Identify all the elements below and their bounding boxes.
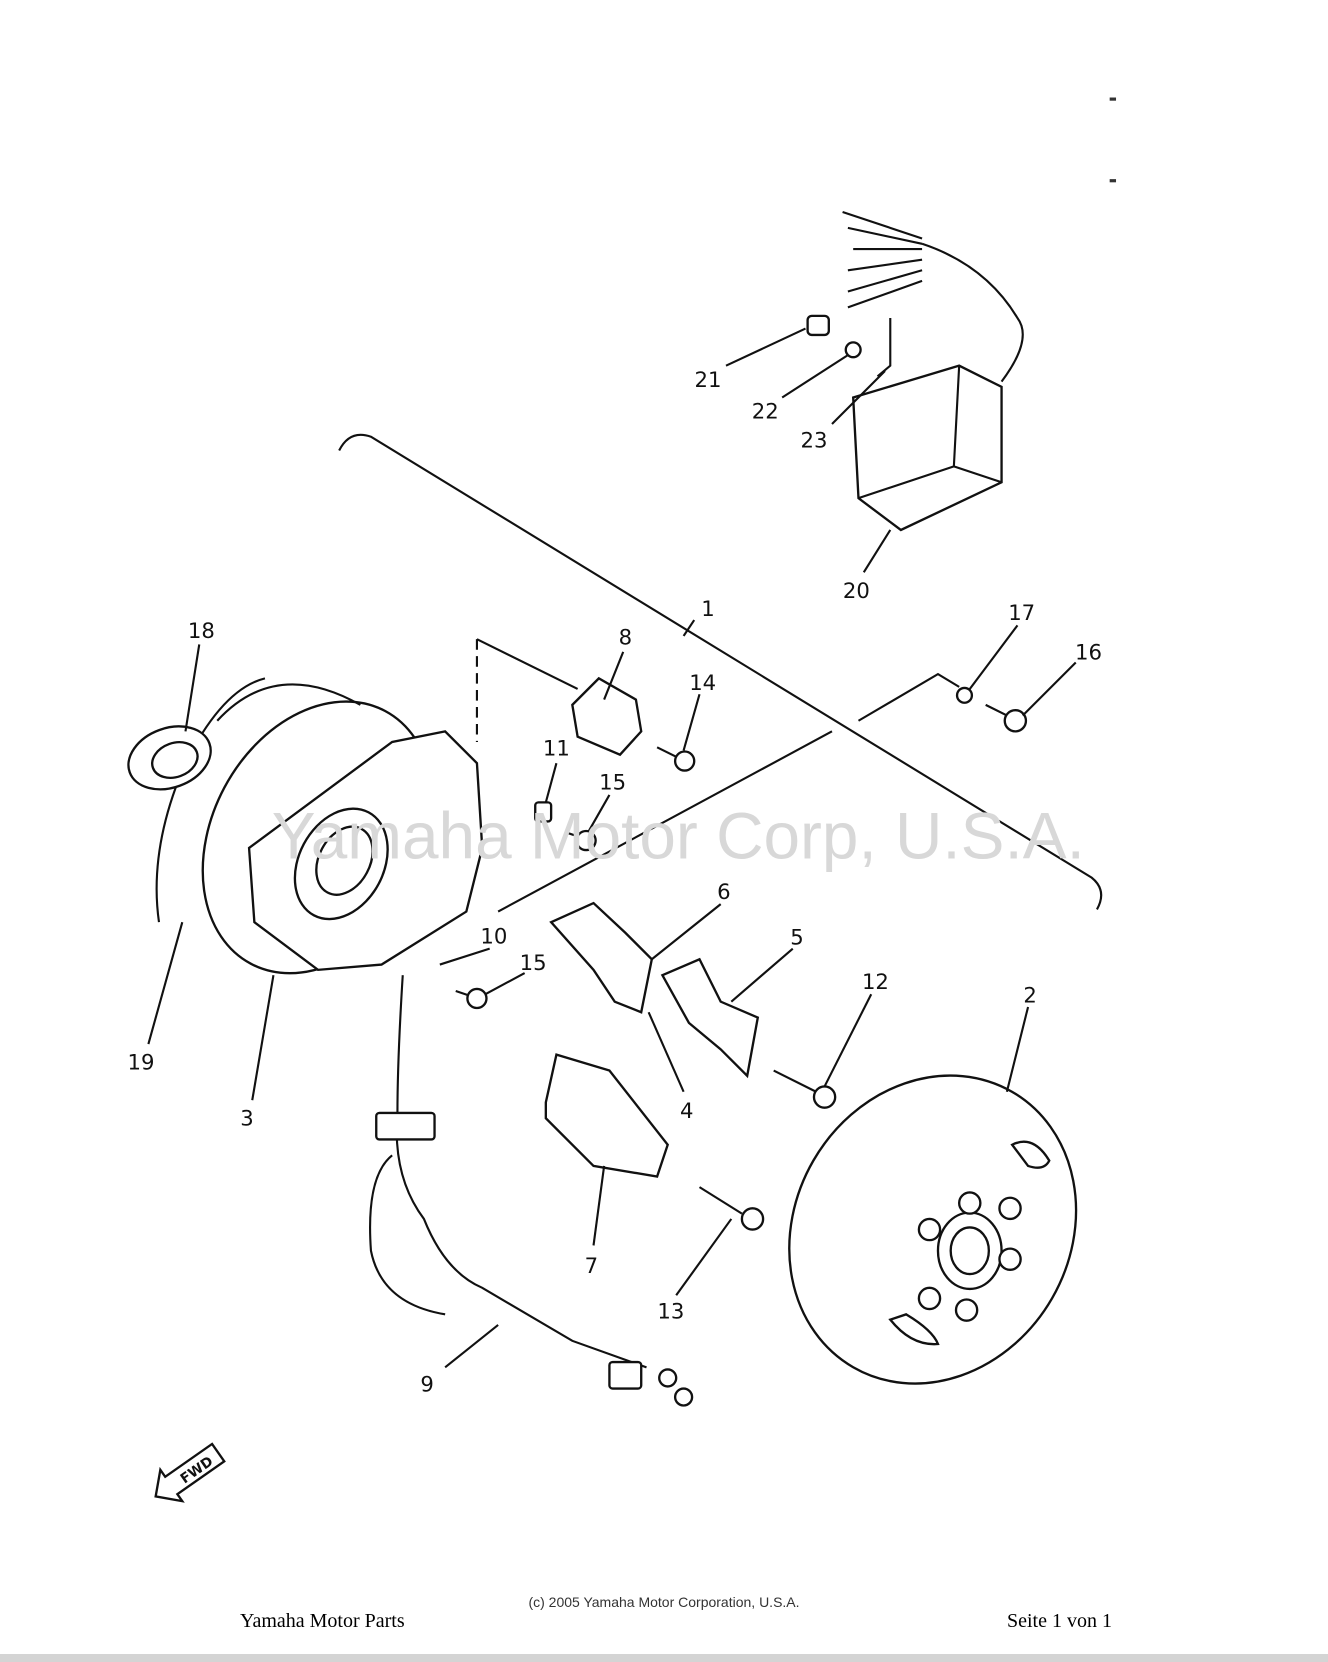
bolt-21 [806,314,830,337]
part-label-14: 14 [689,670,716,695]
copyright-notice: (c) 2005 Yamaha Motor Corporation, U.S.A… [528,1594,800,1610]
page-bottom-bar [0,1654,1328,1662]
part-label-3: 3 [240,1106,253,1131]
part-label-2: 2 [1023,983,1036,1008]
part-label-17: 17 [1008,600,1035,625]
washer-17 [955,686,974,704]
part-label-15: 15 [520,950,547,975]
screw-14 [656,746,696,772]
bolt-13 [698,1186,765,1231]
part-label-7: 7 [585,1253,598,1278]
charge-coil-4 [549,901,654,1014]
washer-22 [844,341,862,359]
footer-title: Yamaha Motor Parts [240,1610,405,1632]
screw-15 [455,987,488,1010]
part-label-5: 5 [790,924,803,949]
oil-seal-18 [127,725,212,791]
part-label-21: 21 [695,367,722,392]
part-label-13: 13 [657,1299,684,1324]
bracket-5 [660,957,760,1079]
screw-15 [564,829,597,852]
leader-lines [147,327,1077,1369]
page-mark [1109,97,1117,101]
leader-line [497,730,833,913]
cdi-unit [842,210,1024,532]
part-label-9: 9 [420,1372,433,1397]
part-label-16: 16 [1075,639,1102,664]
part-label-23: 23 [800,427,827,452]
part-label-1: 1 [701,596,714,621]
fwd-arrow-icon: FWD [154,1442,226,1503]
watermark: Yamaha Motor Corp, U.S.A. [272,800,1085,873]
leader-line [857,672,960,722]
part-label-19: 19 [127,1049,154,1074]
leader-line [476,638,579,690]
wire-harness-9 [369,975,694,1407]
part-label-12: 12 [862,969,889,994]
page-number: Seite 1 von 1 [1007,1610,1112,1632]
part-label-4: 4 [680,1098,693,1123]
nut-11 [534,801,553,823]
part-label-18: 18 [188,618,215,643]
flywheel-rotor-2 [788,1074,1078,1385]
part-label-10: 10 [480,923,507,948]
screw-16 [985,703,1028,733]
assembly-bracket [338,433,1103,910]
part-label-20: 20 [843,578,870,603]
pickup-coil-8 [571,676,643,757]
part-label-6: 6 [717,879,730,904]
source-coil-7 [544,1053,670,1178]
stator-assembly [155,677,484,975]
page-mark [1109,179,1117,183]
part-label-8: 8 [619,624,632,649]
bolt-12 [773,1069,837,1109]
part-label-11: 11 [543,736,570,761]
part-label-15: 15 [599,770,626,795]
part-label-22: 22 [752,399,779,424]
